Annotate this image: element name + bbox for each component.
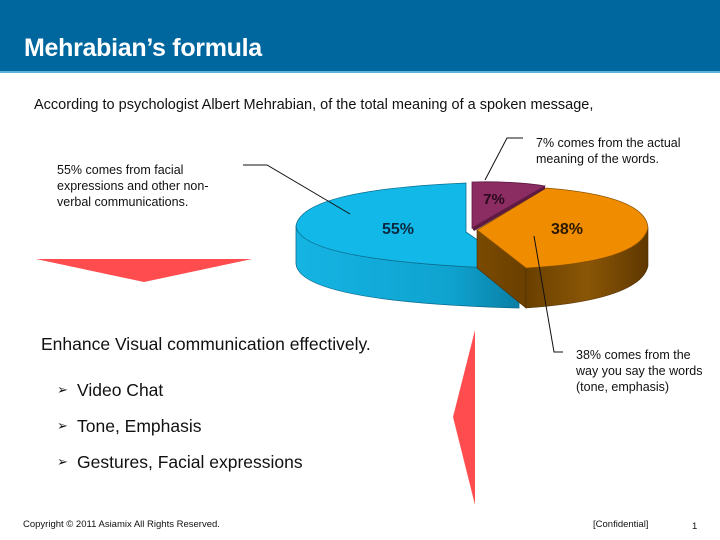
page-number: 1 <box>692 521 698 532</box>
bullet-text: Tone, Emphasis <box>77 416 202 436</box>
callout-nonverbal: 55% comes from facial expressions and ot… <box>57 163 209 209</box>
bullet-text: Gestures, Facial expressions <box>77 452 303 472</box>
arrowhead-bullet-icon: ➢ <box>57 454 68 469</box>
header-bar: Mehrabian’s formula <box>0 0 720 73</box>
pie-label-38: 38% <box>551 221 583 238</box>
bullet-text: Video Chat <box>77 380 164 400</box>
bullet-item: ➢ Tone, Emphasis <box>57 408 303 444</box>
pie-slice-38 <box>476 187 649 309</box>
leader-line-7 <box>484 137 523 181</box>
arrowhead-bullet-icon: ➢ <box>57 382 68 397</box>
arrowhead-bullet-icon: ➢ <box>57 418 68 433</box>
bullet-item: ➢ Gestures, Facial expressions <box>57 444 303 480</box>
leader-line-55 <box>243 164 351 215</box>
bullet-list: ➢ Video Chat ➢ Tone, Emphasis ➢ Gestures… <box>57 372 303 480</box>
callout-words: 7% comes from the actual meaning of the … <box>536 136 681 166</box>
callout-tone: 38% comes from the way you say the words… <box>576 348 703 394</box>
leader-line-38 <box>533 235 563 353</box>
down-arrow-icon <box>36 259 252 282</box>
pie-label-55: 55% <box>382 221 414 238</box>
intro-text: According to psychologist Albert Mehrabi… <box>34 97 594 113</box>
slide-title: Mehrabian’s formula <box>24 34 262 62</box>
pie-label-7: 7% <box>483 191 505 208</box>
bullet-item: ➢ Video Chat <box>57 372 303 408</box>
left-arrow-icon <box>453 330 475 505</box>
pie-slice-7 <box>471 181 547 231</box>
footer-copyright: Copyright © 2011 Asiamix All Rights Rese… <box>23 519 220 530</box>
footer-confidential: [Confidential] <box>593 519 649 530</box>
pie-slice-55 <box>295 182 521 309</box>
section-heading: Enhance Visual communication effectively… <box>41 334 371 354</box>
